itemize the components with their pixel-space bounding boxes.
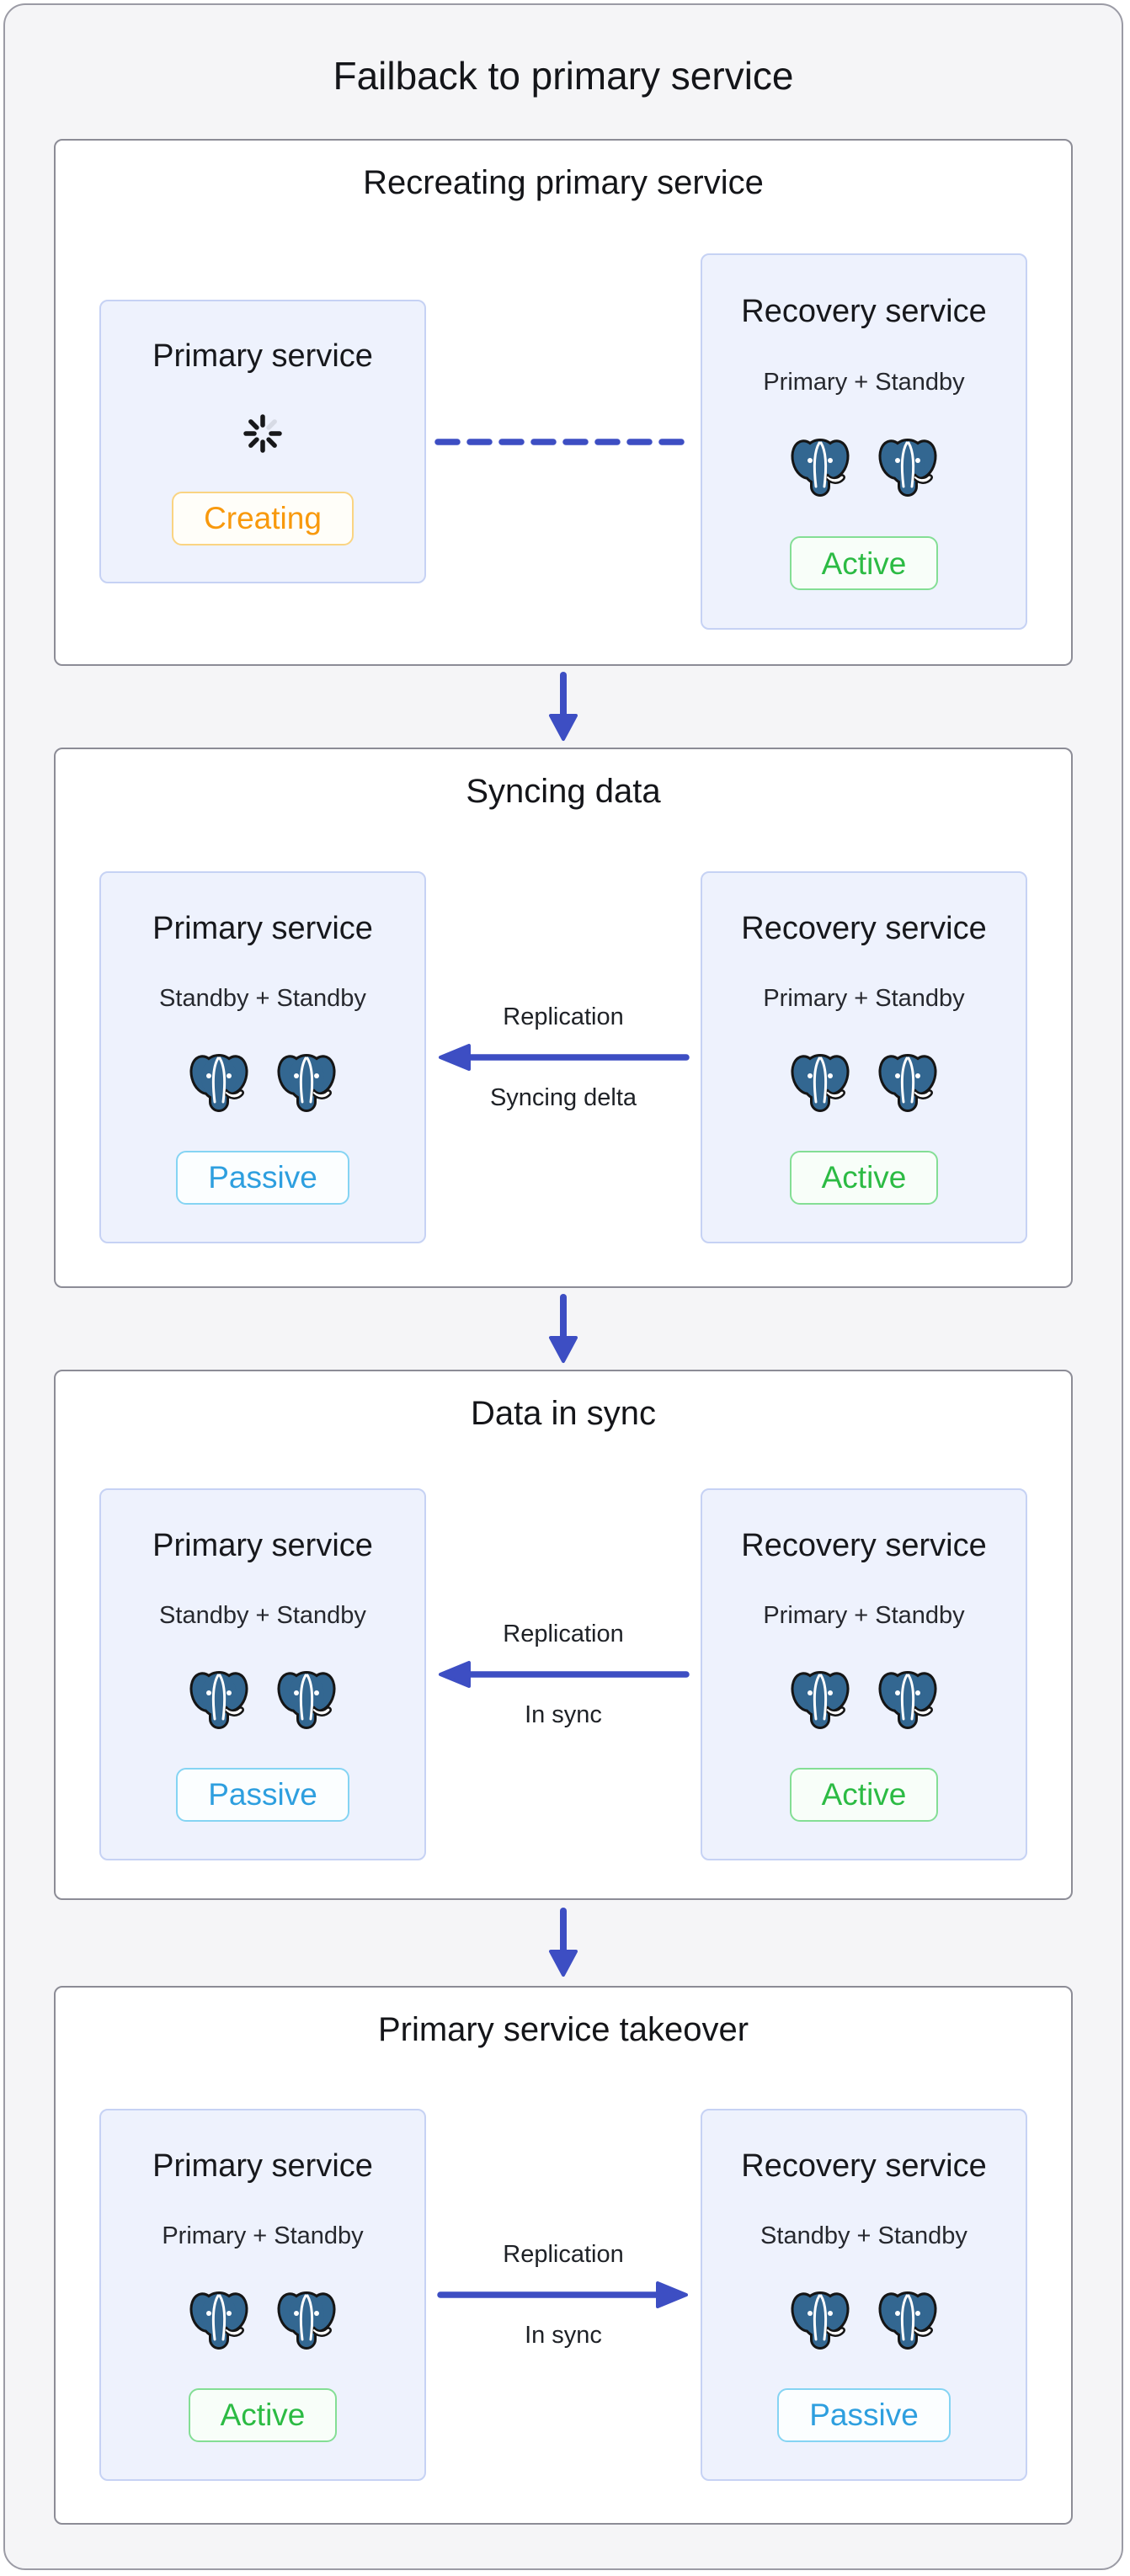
- status-badge: Passive: [777, 2387, 951, 2442]
- section-primary-service-takeover: Primary service takeover Primary service…: [54, 1986, 1073, 2525]
- recovery-service-box: Recovery service Primary + Standby Activ…: [701, 253, 1027, 631]
- section-body: Primary service Primary + Standby Active…: [56, 2078, 1071, 2523]
- connector-label-bottom: Syncing delta: [489, 1083, 637, 1111]
- postgres-elephant-icon: [788, 1050, 852, 1114]
- down-arrow-icon: [548, 1294, 578, 1365]
- postgres-elephant-icon: [788, 434, 852, 498]
- elephants-row: [788, 434, 940, 498]
- box-title: Primary service: [152, 338, 373, 375]
- section-data-in-sync: Data in sync Primary service Standby + S…: [54, 1370, 1073, 1900]
- left-arrow-icon: [439, 1043, 690, 1071]
- section-body: Primary service Standby + Standby Passiv…: [56, 1461, 1071, 1898]
- diagram-frame: Failback to primary service Recreating p…: [3, 3, 1123, 2570]
- connector-label-top: Replication: [503, 1620, 624, 1647]
- down-arrow-icon: [548, 672, 578, 742]
- status-badge: Active: [789, 1150, 939, 1205]
- section-title: Recreating primary service: [363, 164, 764, 201]
- section-recreating-primary-service: Recreating primary service Primary servi…: [54, 139, 1073, 666]
- postgres-elephant-icon: [187, 2287, 251, 2351]
- status-badge: Passive: [176, 1767, 349, 1822]
- connector-label-bottom: In sync: [525, 1700, 602, 1728]
- postgres-elephant-icon: [187, 1667, 251, 1731]
- section-body: Primary service Standby + Standby Passiv…: [56, 839, 1071, 1286]
- section-title: Syncing data: [466, 773, 661, 810]
- elephants-row: [788, 1667, 940, 1731]
- spinner-icon: [241, 412, 285, 455]
- recovery-service-box: Recovery service Primary + Standby Activ…: [701, 1488, 1027, 1860]
- postgres-elephant-icon: [187, 1050, 251, 1114]
- status-badge: Active: [789, 536, 939, 591]
- postgres-elephant-icon: [876, 2287, 940, 2351]
- primary-service-box: Primary service Standby + Standby Passiv…: [99, 870, 426, 1243]
- left-arrow-icon: [439, 1660, 690, 1688]
- box-subtitle: Primary + Standby: [763, 984, 965, 1012]
- box-title: Recovery service: [741, 294, 987, 330]
- connector: [432, 436, 695, 448]
- postgres-elephant-icon: [876, 434, 940, 498]
- section-title: Primary service takeover: [377, 2011, 749, 2048]
- status-badge: Active: [188, 2387, 338, 2442]
- recovery-service-box: Recovery service Standby + Standby Passi…: [701, 2108, 1027, 2481]
- recovery-service-box: Recovery service Primary + Standby Activ…: [701, 870, 1027, 1243]
- box-subtitle: Primary + Standby: [763, 369, 965, 397]
- connector-label-top: Replication: [503, 1003, 624, 1030]
- section-title: Data in sync: [470, 1395, 657, 1432]
- dashed-connection-line: [434, 438, 692, 445]
- down-arrow-icon: [548, 1908, 578, 1978]
- postgres-elephant-icon: [788, 2287, 852, 2351]
- postgres-elephant-icon: [275, 1050, 338, 1114]
- connector-label-bottom: In sync: [525, 2321, 602, 2349]
- connector: Replication In sync: [432, 2240, 695, 2350]
- box-title: Recovery service: [741, 910, 987, 946]
- stage-transition: [5, 1900, 1122, 1986]
- postgres-elephant-icon: [876, 1050, 940, 1114]
- section-syncing-data: Syncing data Primary service Standby + S…: [54, 748, 1073, 1288]
- primary-service-box: Primary service Primary + Standby Active: [99, 2108, 426, 2481]
- stage-transition: [5, 1288, 1122, 1370]
- page-title: Failback to primary service: [333, 54, 794, 98]
- box-title: Recovery service: [741, 2148, 987, 2184]
- primary-service-box: Primary service Creating: [99, 300, 426, 584]
- postgres-elephant-icon: [876, 1667, 940, 1731]
- status-badge: Active: [789, 1767, 939, 1822]
- box-subtitle: Standby + Standby: [159, 1601, 366, 1629]
- postgres-elephant-icon: [275, 1667, 338, 1731]
- box-title: Primary service: [152, 2148, 373, 2184]
- box-title: Primary service: [152, 910, 373, 946]
- box-title: Recovery service: [741, 1527, 987, 1563]
- postgres-elephant-icon: [275, 2287, 338, 2351]
- status-badge: Creating: [172, 491, 354, 546]
- status-badge: Passive: [176, 1150, 349, 1205]
- box-subtitle: Primary + Standby: [162, 2222, 364, 2249]
- connector-label-top: Replication: [503, 2240, 624, 2268]
- stage-transition: [5, 666, 1122, 748]
- connector: Replication In sync: [432, 1620, 695, 1729]
- box-title: Primary service: [152, 1527, 373, 1563]
- box-subtitle: Standby + Standby: [760, 2222, 967, 2249]
- elephants-row: [187, 2287, 338, 2351]
- connector: Replication Syncing delta: [432, 1003, 695, 1112]
- elephants-row: [187, 1667, 338, 1731]
- elephants-row: [788, 1050, 940, 1114]
- elephants-row: [788, 2287, 940, 2351]
- section-body: Primary service Creating Recovery servic…: [56, 231, 1071, 664]
- primary-service-box: Primary service Standby + Standby Passiv…: [99, 1488, 426, 1860]
- box-subtitle: Standby + Standby: [159, 984, 366, 1012]
- box-subtitle: Primary + Standby: [763, 1601, 965, 1629]
- right-arrow-icon: [437, 2281, 688, 2308]
- elephants-row: [187, 1050, 338, 1114]
- postgres-elephant-icon: [788, 1667, 852, 1731]
